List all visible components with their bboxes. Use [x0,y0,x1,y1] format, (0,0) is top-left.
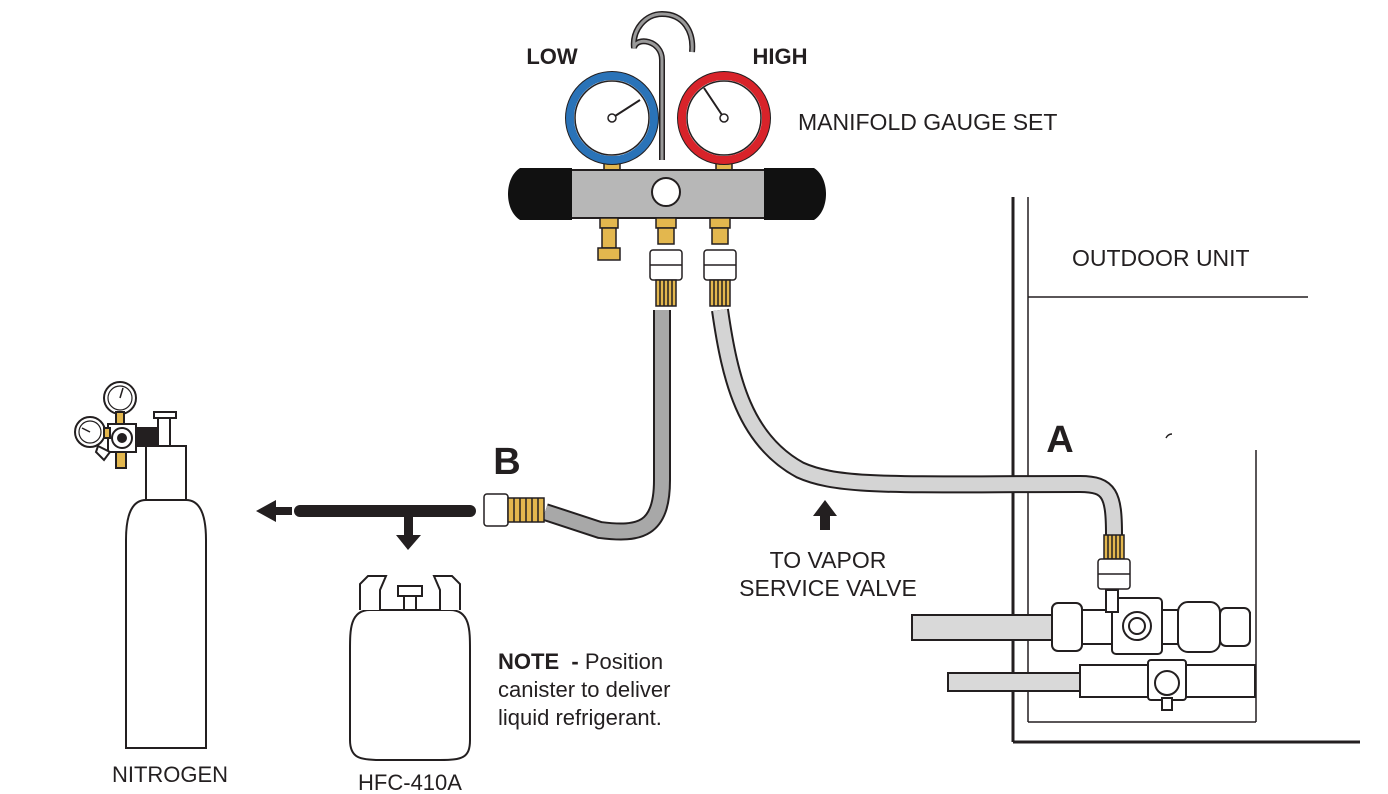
note-line-3: liquid refrigerant. [498,705,662,730]
nitrogen-cylinder [74,381,207,749]
outdoor-unit [1011,197,1360,744]
note-line-2: canister to deliver [498,677,671,702]
label-manifold-gauge-set: MANIFOLD GAUGE SET [798,109,1057,135]
label-nitrogen: NITROGEN [112,762,228,787]
label-low: LOW [526,44,578,69]
note-dash: - [571,649,579,674]
label-high: HIGH [753,44,808,69]
refrigerant-canister [349,575,471,761]
label-outdoor-unit: OUTDOOR UNIT [1072,245,1250,271]
flow-arrows [256,500,837,550]
label-to-vapor-line1: TO VAPOR [770,547,887,573]
note-block: NOTE - Position canister to deliver liqu… [498,648,718,732]
hose-fitting-b [483,493,545,527]
label-point-b: B [493,441,520,483]
manifold-gauge-set [508,10,826,307]
label-to-vapor-line2: SERVICE VALVE [739,575,917,601]
note-text-line1: Position [584,649,664,674]
charging-hose [542,310,671,541]
high-pressure-gauge [677,71,771,165]
note-line-1: NOTE - Position [498,648,718,676]
label-point-a: A [1046,419,1073,461]
low-pressure-gauge [565,71,659,165]
vapor-service-valve [911,589,1256,711]
service-port-fitting [1097,534,1131,590]
note-prefix: NOTE [498,649,560,674]
label-refrigerant: HFC-410A [358,770,462,794]
